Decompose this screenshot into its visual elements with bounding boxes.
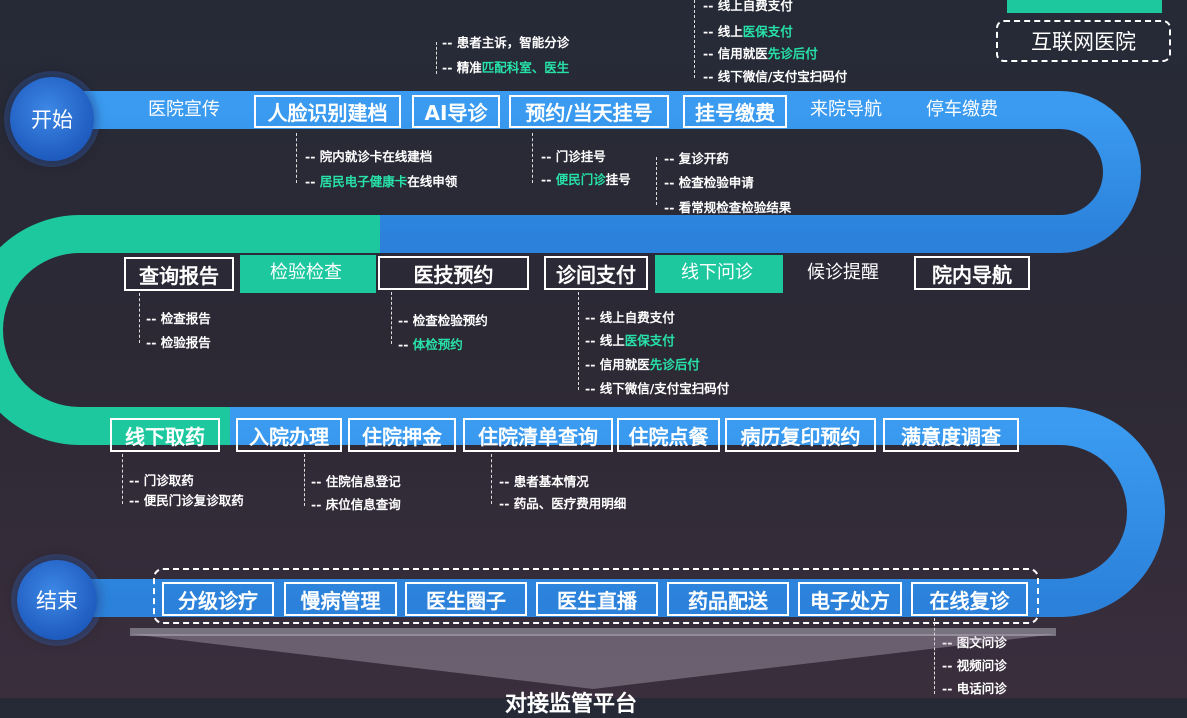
bracket bbox=[122, 454, 123, 504]
row4-box: 分级诊疗 bbox=[162, 582, 274, 616]
bracket bbox=[139, 293, 140, 343]
row4-box: 医生直播 bbox=[536, 582, 658, 616]
row3-box: 住院清单查询 bbox=[463, 418, 613, 452]
note-pay-mid-0: -- 线上自费支付 bbox=[585, 310, 675, 325]
row2-label: 线下问诊 bbox=[681, 262, 753, 283]
row3-box: 住院点餐 bbox=[617, 418, 720, 452]
bracket bbox=[694, 0, 695, 78]
bracket bbox=[436, 42, 437, 74]
note-rereg-1: -- 检查检验申请 bbox=[664, 175, 754, 190]
note-face-0: -- 院内就诊卡在线建档 bbox=[305, 149, 433, 164]
note-online-0: -- 图文问诊 bbox=[942, 635, 1007, 650]
platform-label: 互联网医院 bbox=[996, 20, 1171, 62]
row1-box: 人脸识别建档 bbox=[254, 95, 401, 128]
note-pay-top-3: -- 线下微信/支付宝扫码付 bbox=[703, 69, 848, 84]
row4-box: 在线复诊 bbox=[911, 582, 1028, 616]
note-pay-top-2: -- 信用就医先诊后付 bbox=[703, 46, 818, 61]
green-segment bbox=[655, 255, 783, 293]
process-track bbox=[0, 91, 1165, 617]
row1-box: 预约/当天挂号 bbox=[509, 95, 669, 128]
end-node: 结束 bbox=[17, 560, 97, 640]
note-drug-1: -- 便民门诊复诊取药 bbox=[129, 493, 244, 508]
note-rereg-2: -- 看常规检查检验结果 bbox=[664, 200, 792, 215]
note-reg-1: -- 便民门诊挂号 bbox=[541, 172, 631, 187]
note-rereg-0: -- 复诊开药 bbox=[664, 151, 729, 166]
row2-label: 候诊提醒 bbox=[807, 262, 879, 283]
row4-box: 慢病管理 bbox=[284, 582, 397, 616]
start-node: 开始 bbox=[10, 77, 94, 161]
note-admit-0: -- 住院信息登记 bbox=[311, 474, 401, 489]
footer-title: 对接监管平台 bbox=[505, 692, 638, 717]
bracket bbox=[532, 133, 533, 183]
note-reg-0: -- 门诊挂号 bbox=[541, 149, 606, 164]
note-ai-1: -- 精准匹配科室、医生 bbox=[442, 60, 570, 75]
row3-box: 住院押金 bbox=[348, 418, 456, 452]
bracket bbox=[934, 618, 935, 694]
bracket bbox=[296, 133, 297, 183]
note-pay-mid-2: -- 信用就医先诊后付 bbox=[585, 357, 700, 372]
row1-label: 停车缴费 bbox=[926, 99, 998, 120]
row2-box: 院内导航 bbox=[914, 256, 1030, 290]
bracket bbox=[578, 292, 579, 390]
row3-box: 满意度调查 bbox=[883, 418, 1019, 452]
funnel-shape bbox=[130, 634, 1056, 689]
row2-label: 检验检查 bbox=[270, 262, 342, 283]
row4-box: 药品配送 bbox=[667, 582, 789, 616]
bracket bbox=[304, 454, 305, 506]
note-pay-top-1: -- 线上医保支付 bbox=[703, 24, 793, 39]
note-report-1: -- 检验报告 bbox=[146, 335, 211, 350]
row1-label: 来院导航 bbox=[810, 99, 882, 120]
row3-box: 线下取药 bbox=[110, 418, 220, 452]
note-pay-mid-3: -- 线下微信/支付宝扫码付 bbox=[585, 381, 730, 396]
bracket bbox=[491, 454, 492, 504]
row3-box: 病历复印预约 bbox=[725, 418, 876, 452]
row1-box: AI导诊 bbox=[412, 95, 500, 128]
row4-box: 电子处方 bbox=[798, 582, 902, 616]
note-online-1: -- 视频问诊 bbox=[942, 658, 1007, 673]
note-bill-0: -- 患者基本情况 bbox=[499, 474, 589, 489]
note-tech-0: -- 检查检验预约 bbox=[398, 313, 488, 328]
note-online-2: -- 电话问诊 bbox=[942, 681, 1007, 696]
row2-box: 诊间支付 bbox=[544, 256, 648, 290]
note-pay-top-0: -- 线上自费支付 bbox=[703, 0, 793, 13]
online-services-group bbox=[153, 568, 1039, 624]
note-report-0: -- 检查报告 bbox=[146, 311, 211, 326]
row4-box: 医生圈子 bbox=[405, 582, 527, 616]
note-face-1: -- 居民电子健康卡在线申领 bbox=[305, 174, 458, 189]
green-segment bbox=[240, 255, 376, 293]
note-drug-0: -- 门诊取药 bbox=[129, 473, 194, 488]
note-ai-0: -- 患者主诉，智能分诊 bbox=[442, 35, 570, 50]
note-pay-mid-1: -- 线上医保支付 bbox=[585, 333, 675, 348]
funnel-top bbox=[130, 628, 1056, 636]
row3-box: 入院办理 bbox=[236, 418, 342, 452]
note-bill-1: -- 药品、医疗费用明细 bbox=[499, 496, 627, 511]
row1-box: 挂号缴费 bbox=[683, 95, 787, 128]
row1-label: 医院宣传 bbox=[148, 99, 220, 120]
note-admit-1: -- 床位信息查询 bbox=[311, 497, 401, 512]
platform-tag bbox=[1007, 0, 1162, 13]
bracket bbox=[656, 157, 657, 205]
note-tech-1: -- 体检预约 bbox=[398, 337, 463, 352]
bracket bbox=[391, 292, 392, 344]
row2-box: 医技预约 bbox=[378, 256, 529, 290]
row2-box: 查询报告 bbox=[124, 257, 234, 291]
